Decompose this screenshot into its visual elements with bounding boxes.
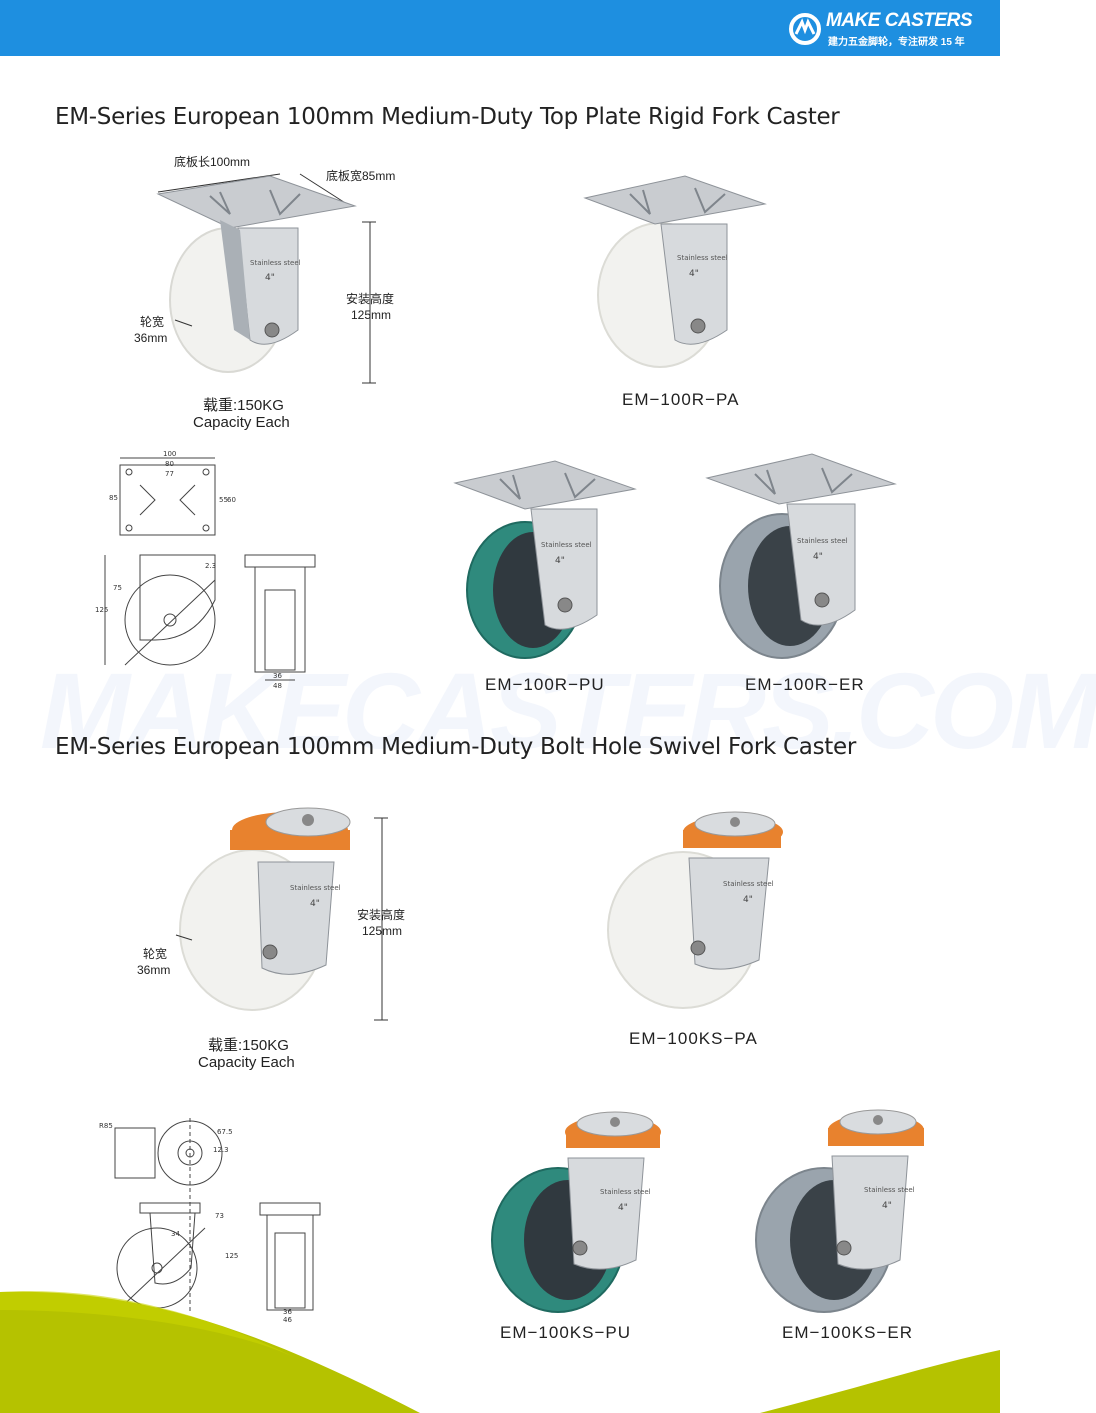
svg-text:4": 4" [555, 556, 565, 566]
svg-text:Stainless steel: Stainless steel [541, 541, 592, 549]
svg-text:Stainless steel: Stainless steel [250, 259, 301, 267]
section-title-rigid: EM-Series European 100mm Medium-Duty Top… [55, 104, 840, 130]
dim-plate-length: 底板长100mm [174, 155, 251, 169]
svg-text:12.3: 12.3 [213, 1146, 229, 1154]
watermark: MAKECASTERS.COM [40, 650, 1096, 771]
dim-swivel-height-val: 125mm [362, 924, 403, 938]
svg-text:36: 36 [283, 1308, 292, 1316]
section-title-swivel: EM-Series European 100mm Medium-Duty Bol… [55, 734, 856, 760]
dim-wheel-width-val: 36mm [134, 331, 168, 345]
dim-swivel-wheel-width-val: 36mm [137, 963, 171, 977]
dim-plate-width: 底板宽85mm [326, 169, 396, 183]
brand-tagline: 建力五金脚轮，专注研发 15 年 [828, 37, 965, 48]
svg-text:46: 46 [283, 1316, 292, 1324]
svg-text:48: 48 [273, 682, 282, 690]
feature-caster-swivel: Stainless steel 4" [175, 807, 388, 1021]
svg-text:77: 77 [165, 470, 174, 478]
svg-text:4": 4" [265, 273, 275, 283]
load-capacity-en: Capacity Each [193, 414, 290, 431]
feature-caster-rigid: Stainless steel 4" [156, 173, 376, 384]
svg-text:Stainless steel: Stainless steel [864, 1186, 915, 1194]
model-label-em-100r-pa: EM−100R−PA [622, 390, 740, 409]
load-capacity-cn: 载重:150KG [203, 397, 284, 414]
svg-text:125: 125 [225, 1252, 238, 1260]
product-image-em-100ks-pu[interactable]: Stainless steel 4" [488, 1110, 668, 1315]
svg-text:80: 80 [165, 460, 174, 468]
svg-text:R85: R85 [99, 1122, 113, 1130]
svg-text:4": 4" [882, 1201, 892, 1211]
swivel-load-capacity-en: Capacity Each [198, 1054, 295, 1071]
header-bar: MAKE CASTERS 建力五金脚轮，专注研发 15 年 [0, 0, 1000, 56]
brand-logo[interactable]: MAKE CASTERS 建力五金脚轮，专注研发 15 年 [788, 8, 978, 50]
svg-text:4": 4" [310, 899, 320, 909]
svg-text:Stainless steel: Stainless steel [723, 880, 774, 888]
dim-swivel-height-cn: 安装高度 [357, 908, 406, 922]
svg-text:73: 73 [215, 1212, 224, 1220]
product-image-em-100r-er[interactable]: Stainless steel 4" [705, 448, 897, 663]
product-image-em-100ks-er[interactable]: Stainless steel 4" [752, 1108, 932, 1315]
dim-swivel-wheel-width-cn: 轮宽 [143, 947, 168, 961]
svg-text:Stainless steel: Stainless steel [677, 254, 728, 262]
svg-text:Stainless steel: Stainless steel [797, 537, 848, 545]
svg-text:55: 55 [219, 496, 228, 504]
dim-height-val: 125mm [351, 308, 392, 322]
svg-text:75: 75 [113, 584, 122, 592]
product-image-em-100r-pa[interactable]: Stainless steel 4" [583, 170, 770, 380]
swivel-load-capacity-cn: 载重:150KG [208, 1037, 289, 1054]
svg-text:4": 4" [618, 1203, 628, 1213]
svg-text:125: 125 [95, 606, 108, 614]
brand-name: MAKE CASTERS [826, 10, 973, 31]
svg-text:Stainless steel: Stainless steel [600, 1188, 651, 1196]
svg-text:60: 60 [227, 496, 236, 504]
svg-text:Stainless steel: Stainless steel [290, 884, 341, 892]
dim-wheel-width-cn: 轮宽 [140, 315, 165, 329]
model-label-em-100ks-pu: EM−100KS−PU [500, 1323, 632, 1342]
svg-text:67.5: 67.5 [217, 1128, 233, 1136]
svg-text:4": 4" [689, 269, 699, 279]
dim-height-cn: 安装高度 [346, 292, 395, 306]
model-label-em-100r-er: EM−100R−ER [745, 675, 865, 694]
model-label-em-100ks-pa: EM−100KS−PA [629, 1029, 758, 1048]
svg-text:85: 85 [109, 494, 118, 502]
svg-text:100: 100 [163, 450, 176, 458]
product-image-em-100ks-pa[interactable]: Stainless steel 4" [603, 810, 793, 1010]
svg-text:34: 34 [171, 1230, 180, 1238]
model-label-em-100r-pu: EM−100R−PU [485, 675, 605, 694]
logo-icon [789, 13, 821, 45]
footer-wave [0, 1291, 1000, 1413]
model-label-em-100ks-er: EM−100KS−ER [782, 1323, 914, 1342]
svg-text:4": 4" [743, 895, 753, 905]
svg-text:4": 4" [813, 552, 823, 562]
svg-text:2.3: 2.3 [205, 562, 216, 570]
svg-text:36: 36 [273, 672, 282, 680]
product-image-em-100r-pu[interactable]: Stainless steel 4" [453, 455, 640, 665]
